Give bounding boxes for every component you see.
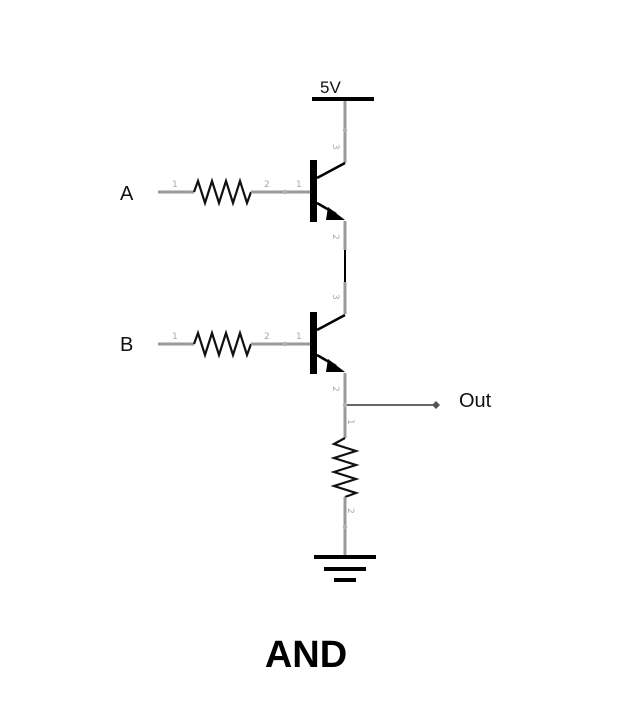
resistor-a-pin-2: 2 xyxy=(264,180,270,190)
input-b-label: B xyxy=(120,334,133,356)
transistor-q1 xyxy=(310,160,346,222)
gate-title: AND xyxy=(265,634,347,676)
q2-base-pin: 1 xyxy=(296,332,302,342)
input-a-label: A xyxy=(120,183,134,205)
q1-emitter-pin: 2 xyxy=(330,234,340,240)
resistor-a: 1 2 1 xyxy=(158,177,310,207)
resistor-b: 1 2 1 xyxy=(158,329,310,359)
resistor-b-pin-2: 2 xyxy=(264,332,270,342)
supply-rail: 5V xyxy=(312,78,374,101)
pulldown-resistor: 1 2 xyxy=(330,402,360,556)
resistor-b-pin-1: 1 xyxy=(172,332,178,342)
output-node: Out xyxy=(345,390,492,412)
q1-base-pin: 1 xyxy=(296,180,302,190)
q2-collector-pin: 3 xyxy=(330,294,340,300)
q1-collector-pin: 3 xyxy=(330,144,340,150)
ground-symbol xyxy=(314,555,376,582)
output-label: Out xyxy=(459,390,492,412)
pulldown-pin-1: 1 xyxy=(345,419,355,425)
resistor-a-pin-1: 1 xyxy=(172,180,178,190)
transistor-q2 xyxy=(310,312,346,374)
q2-emitter-pin: 2 xyxy=(330,386,340,392)
supply-label: 5V xyxy=(320,78,341,97)
pulldown-pin-2: 2 xyxy=(345,508,355,514)
